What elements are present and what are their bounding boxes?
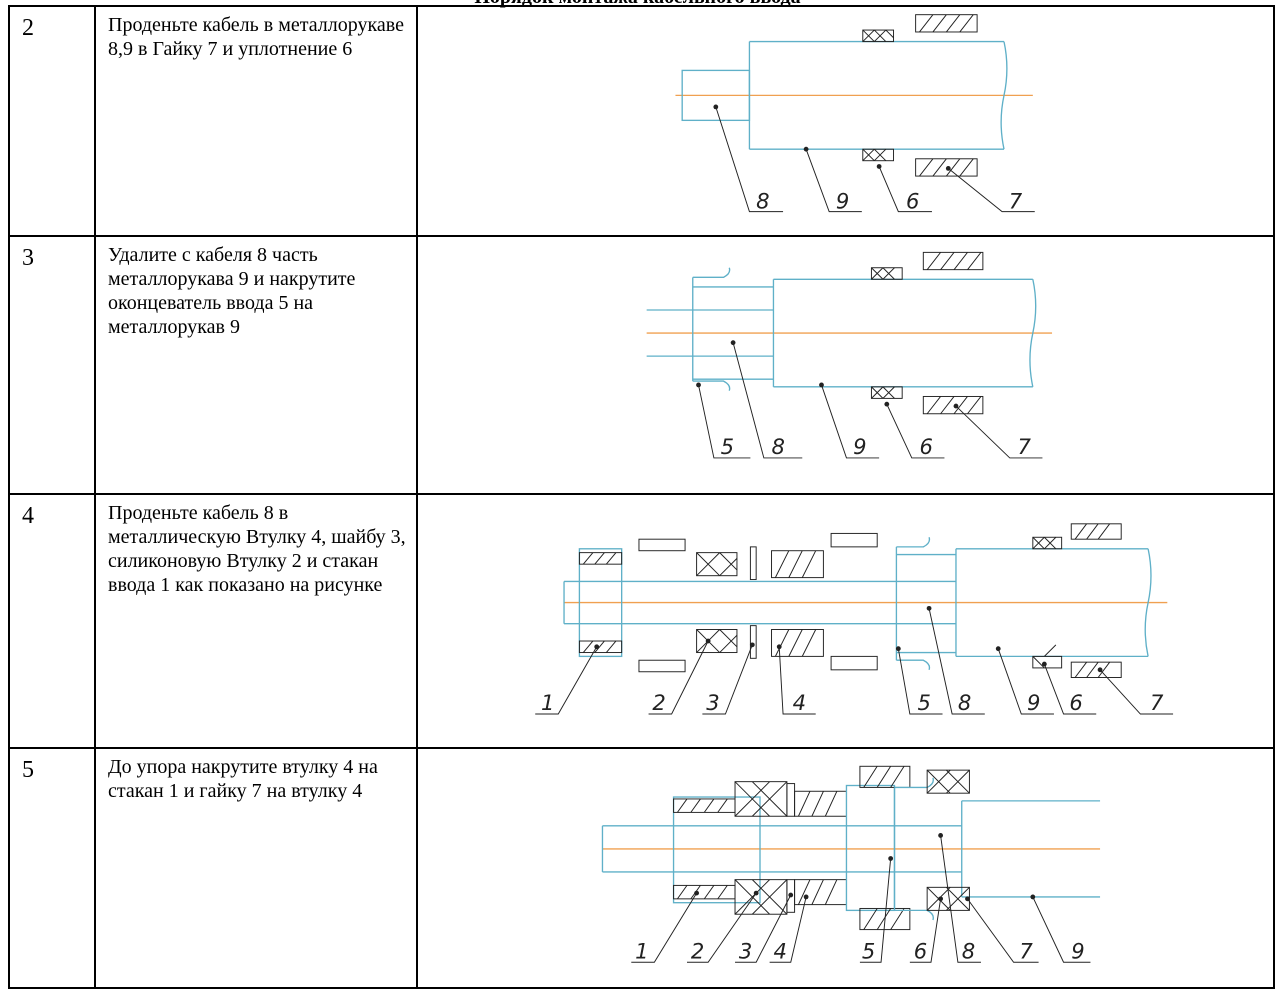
step-text: Проденьте кабель в металлорукаве 8,9 в Г… [94,5,418,237]
step-number: 5 [8,747,96,989]
step-row-3: 3 Удалите с кабеля 8 часть металлорукава… [8,235,1275,495]
assembly-drawing-step-2: 8 9 6 7 [675,14,1035,214]
step-text: Проденьте кабель 8 в металлическую Втулк… [94,493,418,749]
step-row-4: 4 Проденьте кабель 8 в металлическую Вту… [8,493,1275,749]
callout-label: 1 [541,690,554,715]
callout-label: 8 [772,434,785,459]
callout-label: 7 [1150,690,1164,715]
callout-label: 7 [1009,189,1023,214]
step-figure: 5 8 9 6 7 [416,235,1275,495]
callout-label: 8 [962,938,975,963]
callout-label: 9 [853,434,866,459]
step-number: 3 [8,235,96,495]
callout-label: 7 [1017,434,1031,459]
callout-label: 3 [706,690,719,715]
step-figure: 8 9 6 7 [416,5,1275,237]
callout-label: 2 [691,938,704,963]
callout-label: 4 [793,690,806,715]
callout-label: 7 [1019,938,1033,963]
assembly-drawing-step-4: 1 2 3 4 5 8 9 6 7 [535,523,1174,715]
callout-label: 9 [836,189,849,214]
callout-label: 2 [652,690,665,715]
callout-label: 8 [958,690,971,715]
assembly-drawing-step-5: 1 2 3 4 5 6 8 7 9 [601,765,1101,963]
step-text: До упора накрутите втулку 4 на стакан 1 … [94,747,418,989]
step-number: 4 [8,493,96,749]
step-row-2: 2 Проденьте кабель в металлорукаве 8,9 в… [8,5,1275,237]
callout-label: 3 [739,938,752,963]
assembly-drawing-step-3: 5 8 9 6 7 [646,251,1053,459]
callout-label: 6 [1069,690,1082,715]
callout-label: 6 [914,938,927,963]
section-title: Порядок монтажа кабельного ввода [0,0,1275,9]
step-figure: 1 2 3 4 5 6 8 7 9 [416,747,1275,989]
callout-label: 5 [918,690,931,715]
assembly-steps-table: 2 Проденьте кабель в металлорукаве 8,9 в… [8,5,1275,989]
callout-label: 5 [721,434,734,459]
callout-label: 1 [635,938,648,963]
callout-label: 8 [756,189,769,214]
callout-label: 9 [1071,938,1084,963]
step-figure: 1 2 3 4 5 8 9 6 7 [416,493,1275,749]
callout-label: 6 [919,434,932,459]
step-text: Удалите с кабеля 8 часть металлорукава 9… [94,235,418,495]
callout-label: 9 [1027,690,1040,715]
callout-label: 4 [773,938,786,963]
step-row-5: 5 До упора накрутите втулку 4 на стакан … [8,747,1275,989]
step-number: 2 [8,5,96,237]
callout-label: 5 [862,938,875,963]
callout-label: 6 [906,189,919,214]
